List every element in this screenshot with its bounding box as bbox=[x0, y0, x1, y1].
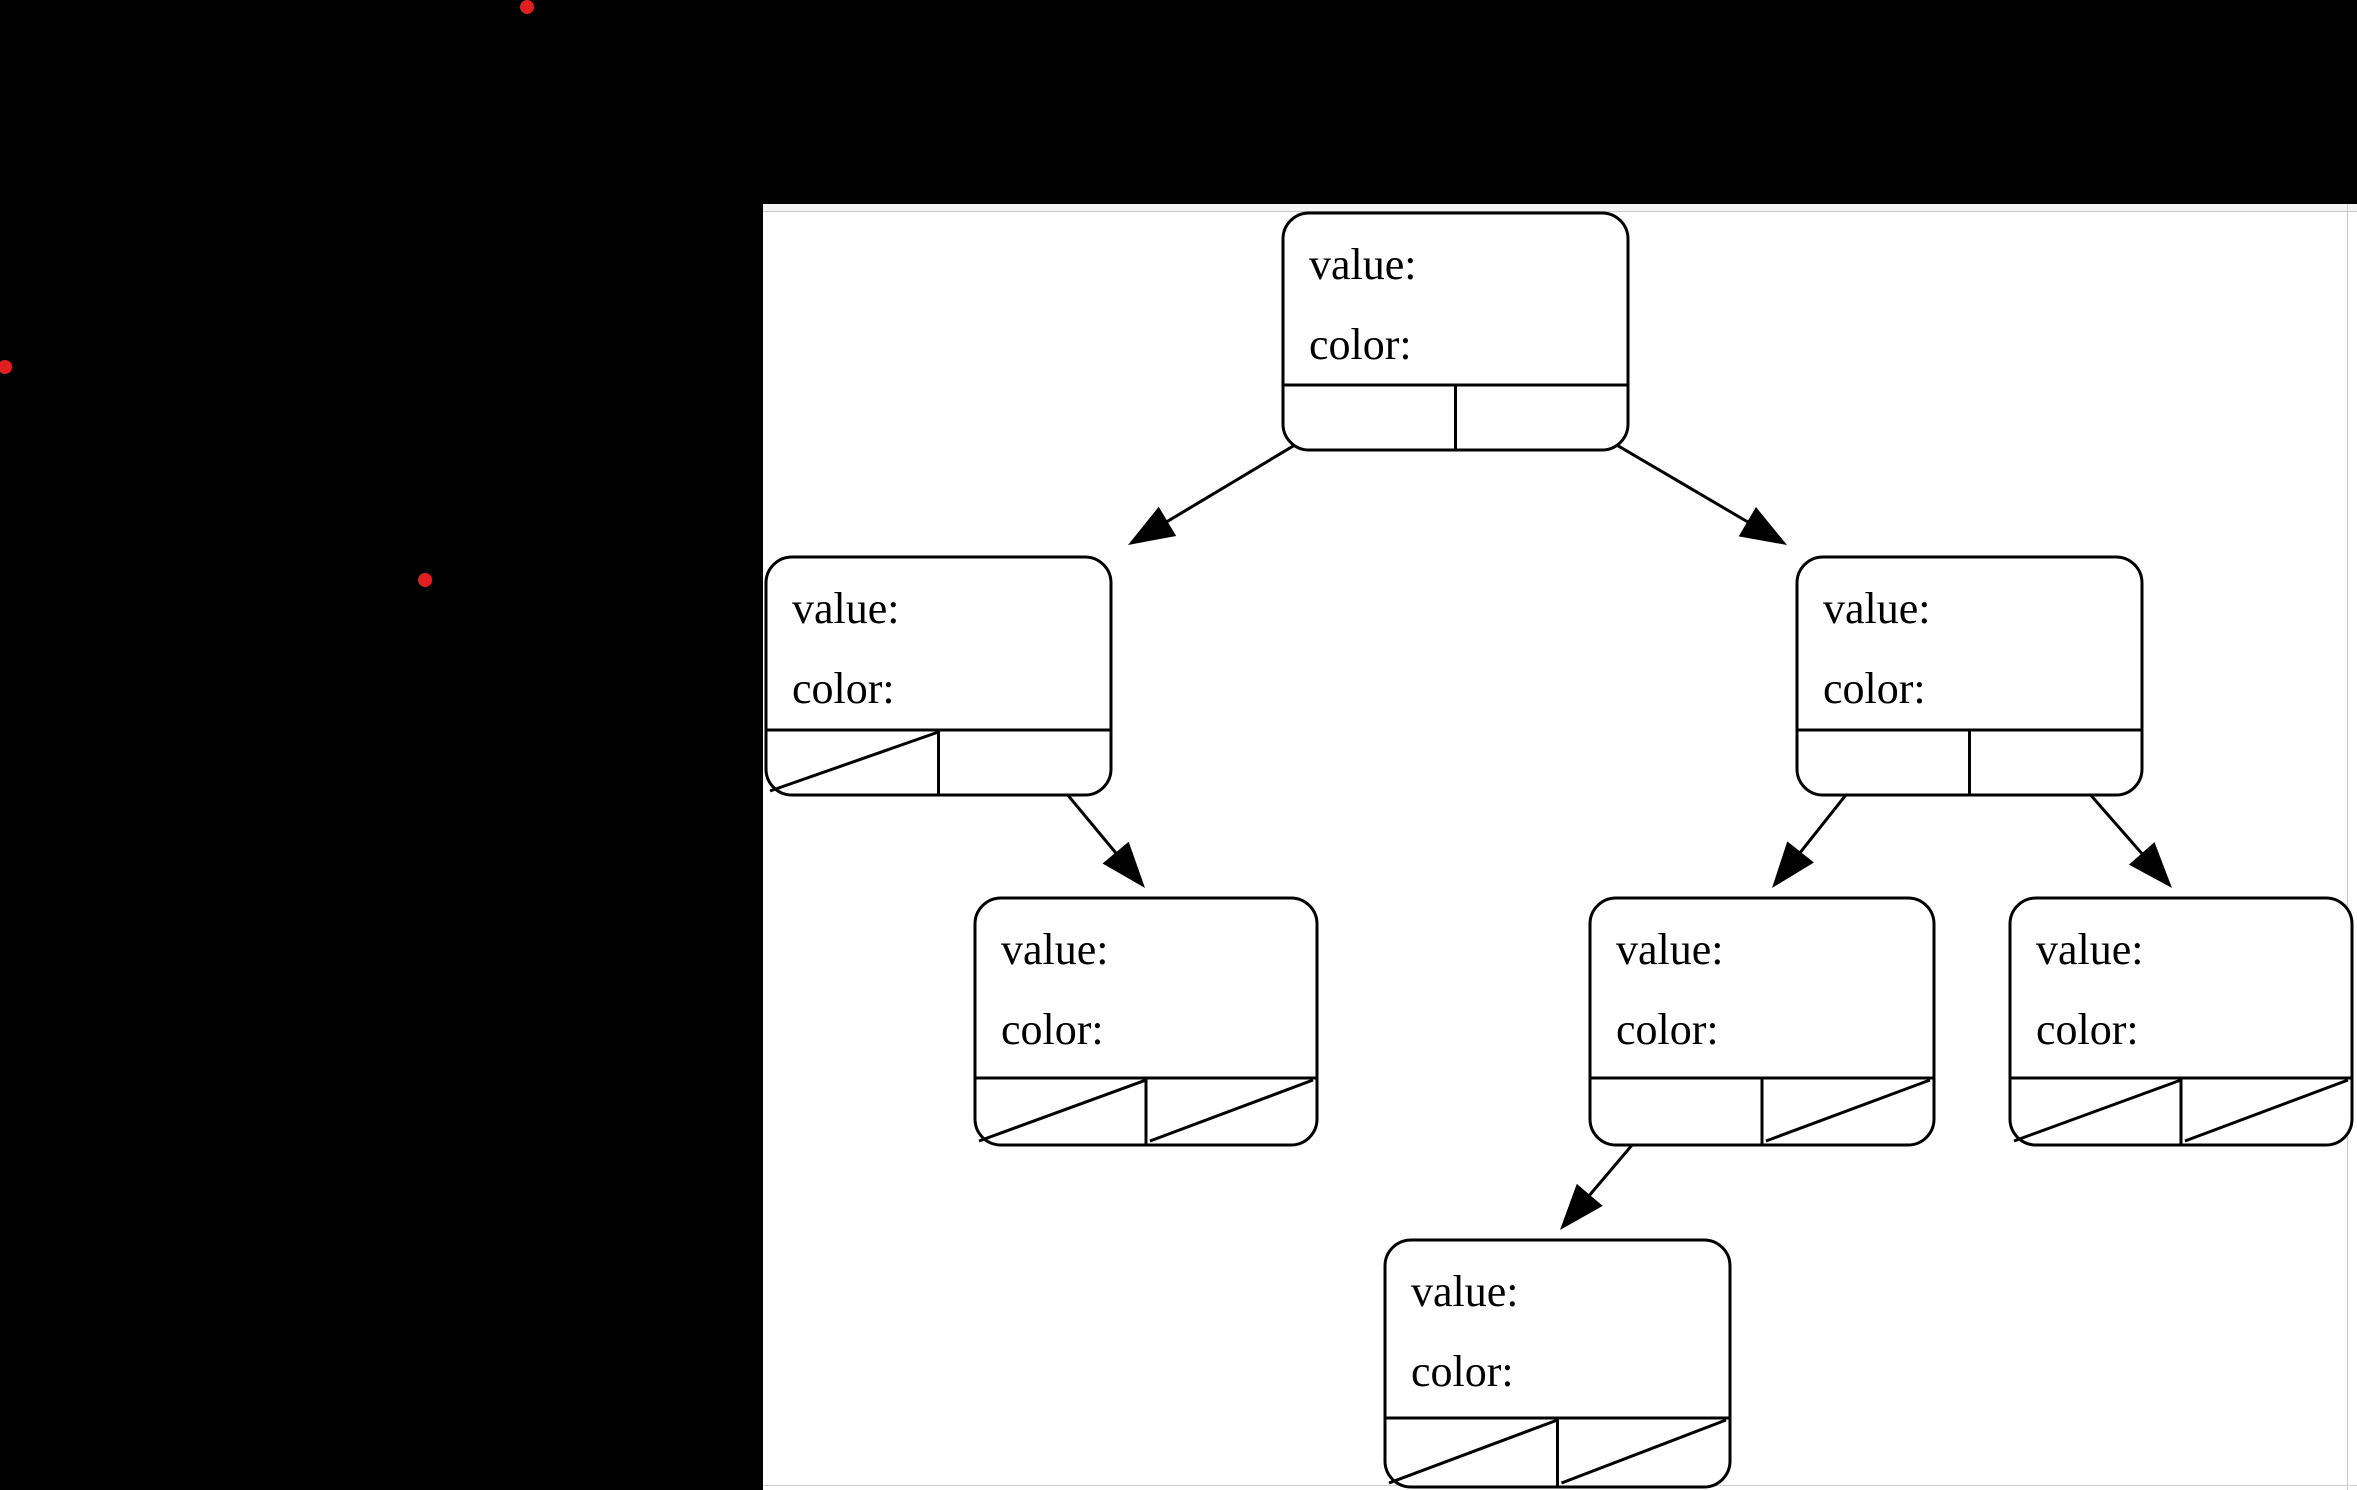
marker-middle bbox=[418, 573, 432, 587]
tree-node-n-right-left[interactable]: value:color: bbox=[1588, 896, 1936, 1147]
panel-right-border bbox=[2347, 204, 2348, 1490]
node-box-n-right-right[interactable] bbox=[2008, 896, 2354, 1147]
node-box-n-right-left[interactable] bbox=[1588, 896, 1936, 1147]
node-box-n-left[interactable] bbox=[764, 555, 1113, 797]
marker-top bbox=[520, 0, 534, 14]
node-box-n-bottom[interactable] bbox=[1383, 1238, 1732, 1489]
node-box-root[interactable] bbox=[1281, 211, 1630, 452]
tree-node-n-right-right[interactable]: value:color: bbox=[2008, 896, 2354, 1147]
node-box-n-left-right[interactable] bbox=[973, 896, 1319, 1147]
tree-node-n-right[interactable]: value:color: bbox=[1795, 555, 2144, 797]
tree-node-root[interactable]: value:color: bbox=[1281, 211, 1630, 452]
node-box-n-right[interactable] bbox=[1795, 555, 2144, 797]
tree-node-n-bottom[interactable]: value:color: bbox=[1383, 1238, 1732, 1489]
tree-node-n-left[interactable]: value:color: bbox=[764, 555, 1113, 797]
marker-left bbox=[0, 360, 12, 374]
tree-node-n-left-right[interactable]: value:color: bbox=[973, 896, 1319, 1147]
panel-top-strip bbox=[763, 204, 2357, 211]
